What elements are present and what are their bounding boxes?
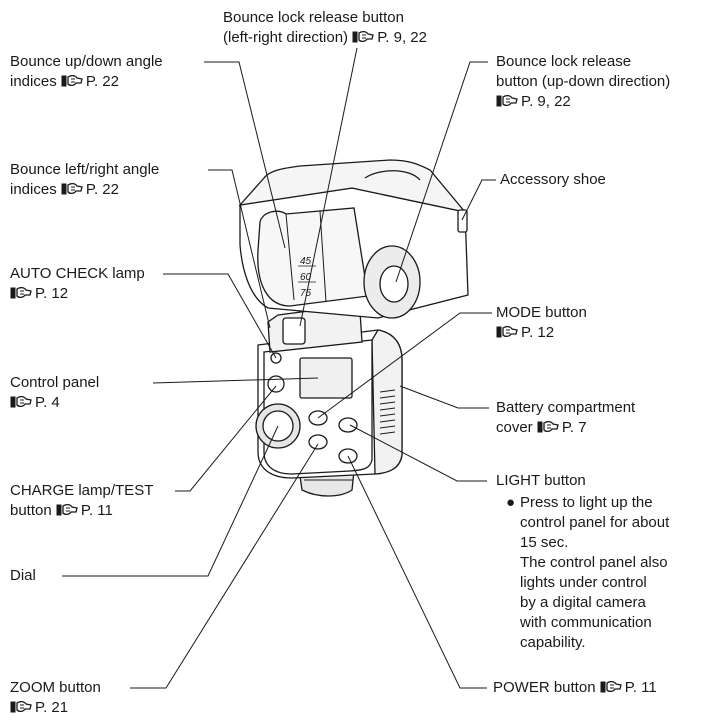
label-bounce-ud-angle: Bounce up/down angle indices P. 22 [10, 52, 163, 92]
leader-ud-angle [204, 61, 286, 249]
zoom-button-text: ZOOM button [10, 679, 101, 696]
page-reference-icon [10, 396, 32, 408]
leader-battery [399, 385, 489, 409]
leader-lr-angle [208, 169, 271, 329]
leader-lines [62, 47, 496, 689]
bounce-ud-release-page: P. 9, 22 [521, 93, 571, 110]
label-mode-button: MODE button P. 12 [496, 303, 587, 343]
bounce-ud-release-line2: button (up-down direction) [496, 73, 671, 90]
bounce-lr-angle-line2: indices [10, 181, 57, 198]
leader-control-panel [152, 377, 319, 384]
zoom-button-page: P. 21 [35, 699, 69, 716]
label-bounce-lr-angle: Bounce left/right angle indices P. 22 [10, 160, 159, 200]
page-reference-icon [10, 701, 32, 713]
note-line-4: The control panel also [520, 554, 668, 571]
bounce-ud-angle-ref: indices P. 22 [10, 72, 163, 92]
bounce-lr-angle-ref: indices P. 22 [10, 180, 159, 200]
battery-cover-line1: Battery compartment [496, 399, 636, 416]
head-angle-scale: 45 60 75 [298, 256, 316, 299]
leader-charge [175, 385, 277, 492]
control-panel-text: Control panel [10, 374, 100, 391]
bounce-ud-release-ref: P. 9, 22 [496, 92, 670, 112]
charge-test-ref: button P. 11 [10, 501, 153, 521]
leader-ud-release [395, 61, 488, 283]
power-button-text: POWER button [493, 679, 596, 696]
note-line-7: with communication [520, 614, 652, 631]
scale-mark-1: 45 [300, 256, 312, 267]
scale-mark-2: 60 [300, 272, 312, 283]
page-reference-icon [56, 504, 78, 516]
label-light-button: LIGHT button ● Press to light up the con… [496, 471, 669, 653]
charge-test-page: P. 11 [80, 502, 113, 519]
bounce-lr-release-page: P. 9, 22 [377, 29, 427, 46]
note-line-8: capability. [520, 634, 586, 651]
control-panel-page: P. 4 [35, 394, 60, 411]
page-reference-icon [496, 95, 518, 107]
note-line-5: lights under control [520, 574, 647, 591]
auto-check-text: AUTO CHECK lamp [10, 265, 145, 282]
bounce-lr-release-ref: (left-right direction) P. 9, 22 [223, 28, 427, 48]
page-reference-icon [537, 421, 559, 433]
note-line-1: Press to light up the [520, 494, 653, 511]
label-zoom-button: ZOOM button P. 21 [10, 678, 101, 718]
page-reference-icon [61, 183, 83, 195]
label-control-panel: Control panel P. 4 [10, 373, 99, 413]
bounce-lr-release-line2: (left-right direction) [223, 29, 349, 46]
power-button-page: P. 11 [624, 679, 657, 696]
page-reference-icon [600, 681, 622, 693]
flash-body [238, 159, 469, 497]
page-reference-icon [61, 75, 83, 87]
note-line-2: control panel for about [520, 514, 670, 531]
battery-cover-page: P. 7 [561, 419, 587, 436]
page-reference-icon [10, 287, 32, 299]
auto-check-page: P. 12 [35, 285, 69, 302]
leader-mode [317, 312, 492, 419]
mode-button-ref: P. 12 [496, 323, 587, 343]
light-button-text: LIGHT button [496, 472, 586, 489]
label-bounce-lr-release: Bounce lock release button (left-right d… [223, 8, 427, 48]
page-reference-icon [496, 326, 518, 338]
bounce-ud-angle-line2: indices [10, 73, 57, 90]
battery-cover-ref: cover P. 7 [496, 418, 635, 438]
scale-mark-3: 75 [300, 288, 312, 299]
bounce-lr-angle-line1: Bounce left/right angle [10, 161, 160, 178]
label-power-button: POWER button P. 11 [493, 678, 657, 698]
label-charge-test: CHARGE lamp/TEST button P. 11 [10, 481, 153, 521]
mode-button-page: P. 12 [521, 324, 555, 341]
leader-accessory-shoe [461, 179, 496, 221]
label-bounce-ud-release: Bounce lock release button (up-down dire… [496, 52, 670, 112]
battery-cover-line2: cover [496, 419, 533, 436]
accessory-shoe-text: Accessory shoe [500, 171, 606, 188]
label-battery-cover: Battery compartment cover P. 7 [496, 398, 635, 438]
label-dial: Dial [10, 566, 36, 586]
leader-zoom [130, 443, 319, 689]
bounce-ud-angle-page: P. 22 [85, 73, 119, 90]
bounce-lr-angle-page: P. 22 [85, 181, 119, 198]
charge-test-line1: CHARGE lamp/TEST [10, 482, 154, 499]
leader-light [349, 424, 487, 482]
auto-check-ref: P. 12 [10, 284, 145, 304]
note-line-6: by a digital camera [520, 594, 646, 611]
page-reference-icon [352, 31, 374, 43]
bullet-dot: ● [506, 494, 516, 511]
leader-power [347, 455, 487, 689]
label-accessory-shoe: Accessory shoe [500, 170, 606, 190]
light-button-note: ● Press to light up the control panel fo… [496, 493, 669, 653]
zoom-button-ref: P. 21 [10, 698, 101, 718]
bounce-ud-angle-line1: Bounce up/down angle [10, 53, 163, 70]
leader-lr-release [299, 47, 358, 327]
bounce-lr-release-line1: Bounce lock release button [223, 9, 404, 26]
mode-button-text: MODE button [496, 304, 587, 321]
note-line-3: 15 sec. [520, 534, 569, 551]
bounce-ud-release-line1: Bounce lock release [496, 53, 632, 70]
leader-dial [62, 425, 279, 577]
control-panel-ref: P. 4 [10, 393, 99, 413]
label-auto-check: AUTO CHECK lamp P. 12 [10, 264, 145, 304]
dial-text: Dial [10, 567, 36, 584]
charge-test-line2: button [10, 502, 52, 519]
leader-auto-check [163, 273, 277, 359]
